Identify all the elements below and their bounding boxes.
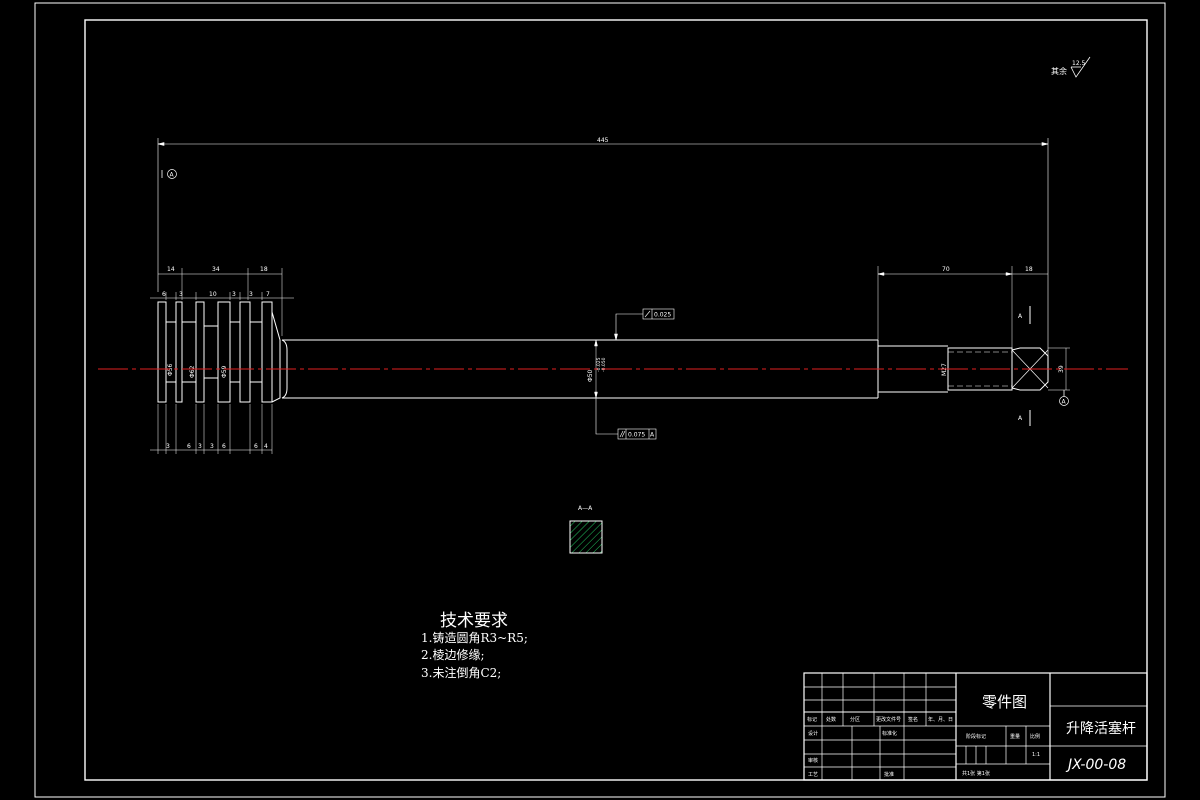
parallel-icon <box>619 430 624 438</box>
tb-header-mark: 标记 <box>807 716 817 723</box>
tb-approve: 批准 <box>884 771 894 778</box>
dim-bottom-3b: 3 <box>198 443 202 450</box>
dim-bottom-6c: 6 <box>254 443 258 450</box>
dim-rod-dia: Φ50 <box>587 369 594 382</box>
dim-groove-3a: 3 <box>179 291 183 298</box>
tb-header-zone: 分区 <box>850 716 860 723</box>
roughness-label: 其余 <box>1051 66 1067 76</box>
section-hatch <box>569 520 603 554</box>
dim-overall-length <box>157 138 1049 356</box>
roughness-symbol: 其余 12.5 <box>1051 56 1091 78</box>
dim-bottom-6a: 6 <box>187 443 191 450</box>
section-title: A—A <box>578 505 593 512</box>
tb-header-sign: 签名 <box>908 716 918 723</box>
tech-title: 技术要求 <box>440 611 508 631</box>
dim-dia-3: Φ59 <box>221 365 228 378</box>
tb-stage-mark: 阶段标记 <box>966 733 986 740</box>
dim-end-dia: 39 <box>1058 365 1065 373</box>
parallel-datum: A <box>650 432 655 439</box>
tech-item-2: 2.棱边修缘; <box>421 647 485 662</box>
dim-head-34: 34 <box>212 266 220 273</box>
tb-drawing-type: 零件图 <box>982 693 1027 711</box>
tb-scale-value: 1:1 <box>1032 752 1040 758</box>
tb-part-name: 升降活塞杆 <box>1066 720 1136 737</box>
roughness-check-icon <box>1070 56 1091 78</box>
parallel-frame <box>595 398 657 440</box>
tb-design: 设计 <box>808 730 818 737</box>
dim-dia-1: Φ56 <box>167 363 174 376</box>
tb-part-number: JX-00-08 <box>1065 757 1126 773</box>
tb-process: 工艺 <box>808 772 818 778</box>
dim-end-70: 70 <box>942 266 950 273</box>
dim-groove-3b: 3 <box>232 291 236 298</box>
head-bottom-dims <box>150 404 273 454</box>
tech-item-1: 1.铸造圆角R3~R5; <box>421 630 528 645</box>
parallel-tol-value: 0.075 <box>628 432 645 439</box>
tech-requirements: 技术要求 1.铸造圆角R3~R5; 2.棱边修缘; 3.未注倒角C2; <box>421 611 528 680</box>
datum-left-letter: A <box>170 172 175 179</box>
dim-dia-2: Φ62 <box>189 365 196 378</box>
datum-left: A <box>161 169 177 179</box>
dim-overall-text: 445 <box>597 137 609 144</box>
dim-rod-tol-lower: -0.050 <box>601 357 607 372</box>
head-top-dims <box>150 268 294 336</box>
tb-check: 审核 <box>808 757 818 764</box>
straightness-frame <box>614 308 675 341</box>
dim-rod-tol-upper: -0.025 <box>596 357 602 372</box>
sheet-border <box>34 2 1166 798</box>
title-block <box>803 672 1148 781</box>
tb-scale: 比例 <box>1030 733 1040 740</box>
dim-end-18: 18 <box>1025 266 1033 273</box>
dim-head-18: 18 <box>260 266 268 273</box>
dim-bottom-6b: 6 <box>222 443 226 450</box>
section-marker-top: A <box>1018 313 1023 320</box>
tb-weight: 重量 <box>1010 733 1020 740</box>
dim-thread: M27 <box>941 363 948 376</box>
tb-header-change: 更改文件号 <box>876 716 901 723</box>
dim-groove-7: 7 <box>266 291 270 298</box>
straightness-value: 0.025 <box>654 312 671 319</box>
end-dims <box>877 266 1048 348</box>
straightness-icon <box>644 310 651 318</box>
tb-sheets: 共1张 第1张 <box>962 770 990 777</box>
dim-groove-10: 10 <box>209 291 217 298</box>
section-view: A—A <box>569 505 603 554</box>
tb-standardization: 标准化 <box>882 730 897 737</box>
tb-header-date: 年、月、日 <box>928 716 953 723</box>
section-marker-bottom: A <box>1018 415 1023 422</box>
dim-bottom-3c: 3 <box>210 443 214 450</box>
dim-groove-6: 6 <box>162 291 166 298</box>
dim-head-14: 14 <box>167 266 175 273</box>
tb-header-count: 处数 <box>826 716 836 723</box>
tech-item-3: 3.未注倒角C2; <box>421 665 501 680</box>
datum-right: A <box>1059 390 1069 406</box>
datum-right-letter: A <box>1062 399 1067 406</box>
dim-bottom-3a: 3 <box>166 443 170 450</box>
dim-groove-3c: 3 <box>249 291 253 298</box>
roughness-value: 12.5 <box>1072 60 1086 67</box>
dim-bottom-4: 4 <box>264 443 268 450</box>
